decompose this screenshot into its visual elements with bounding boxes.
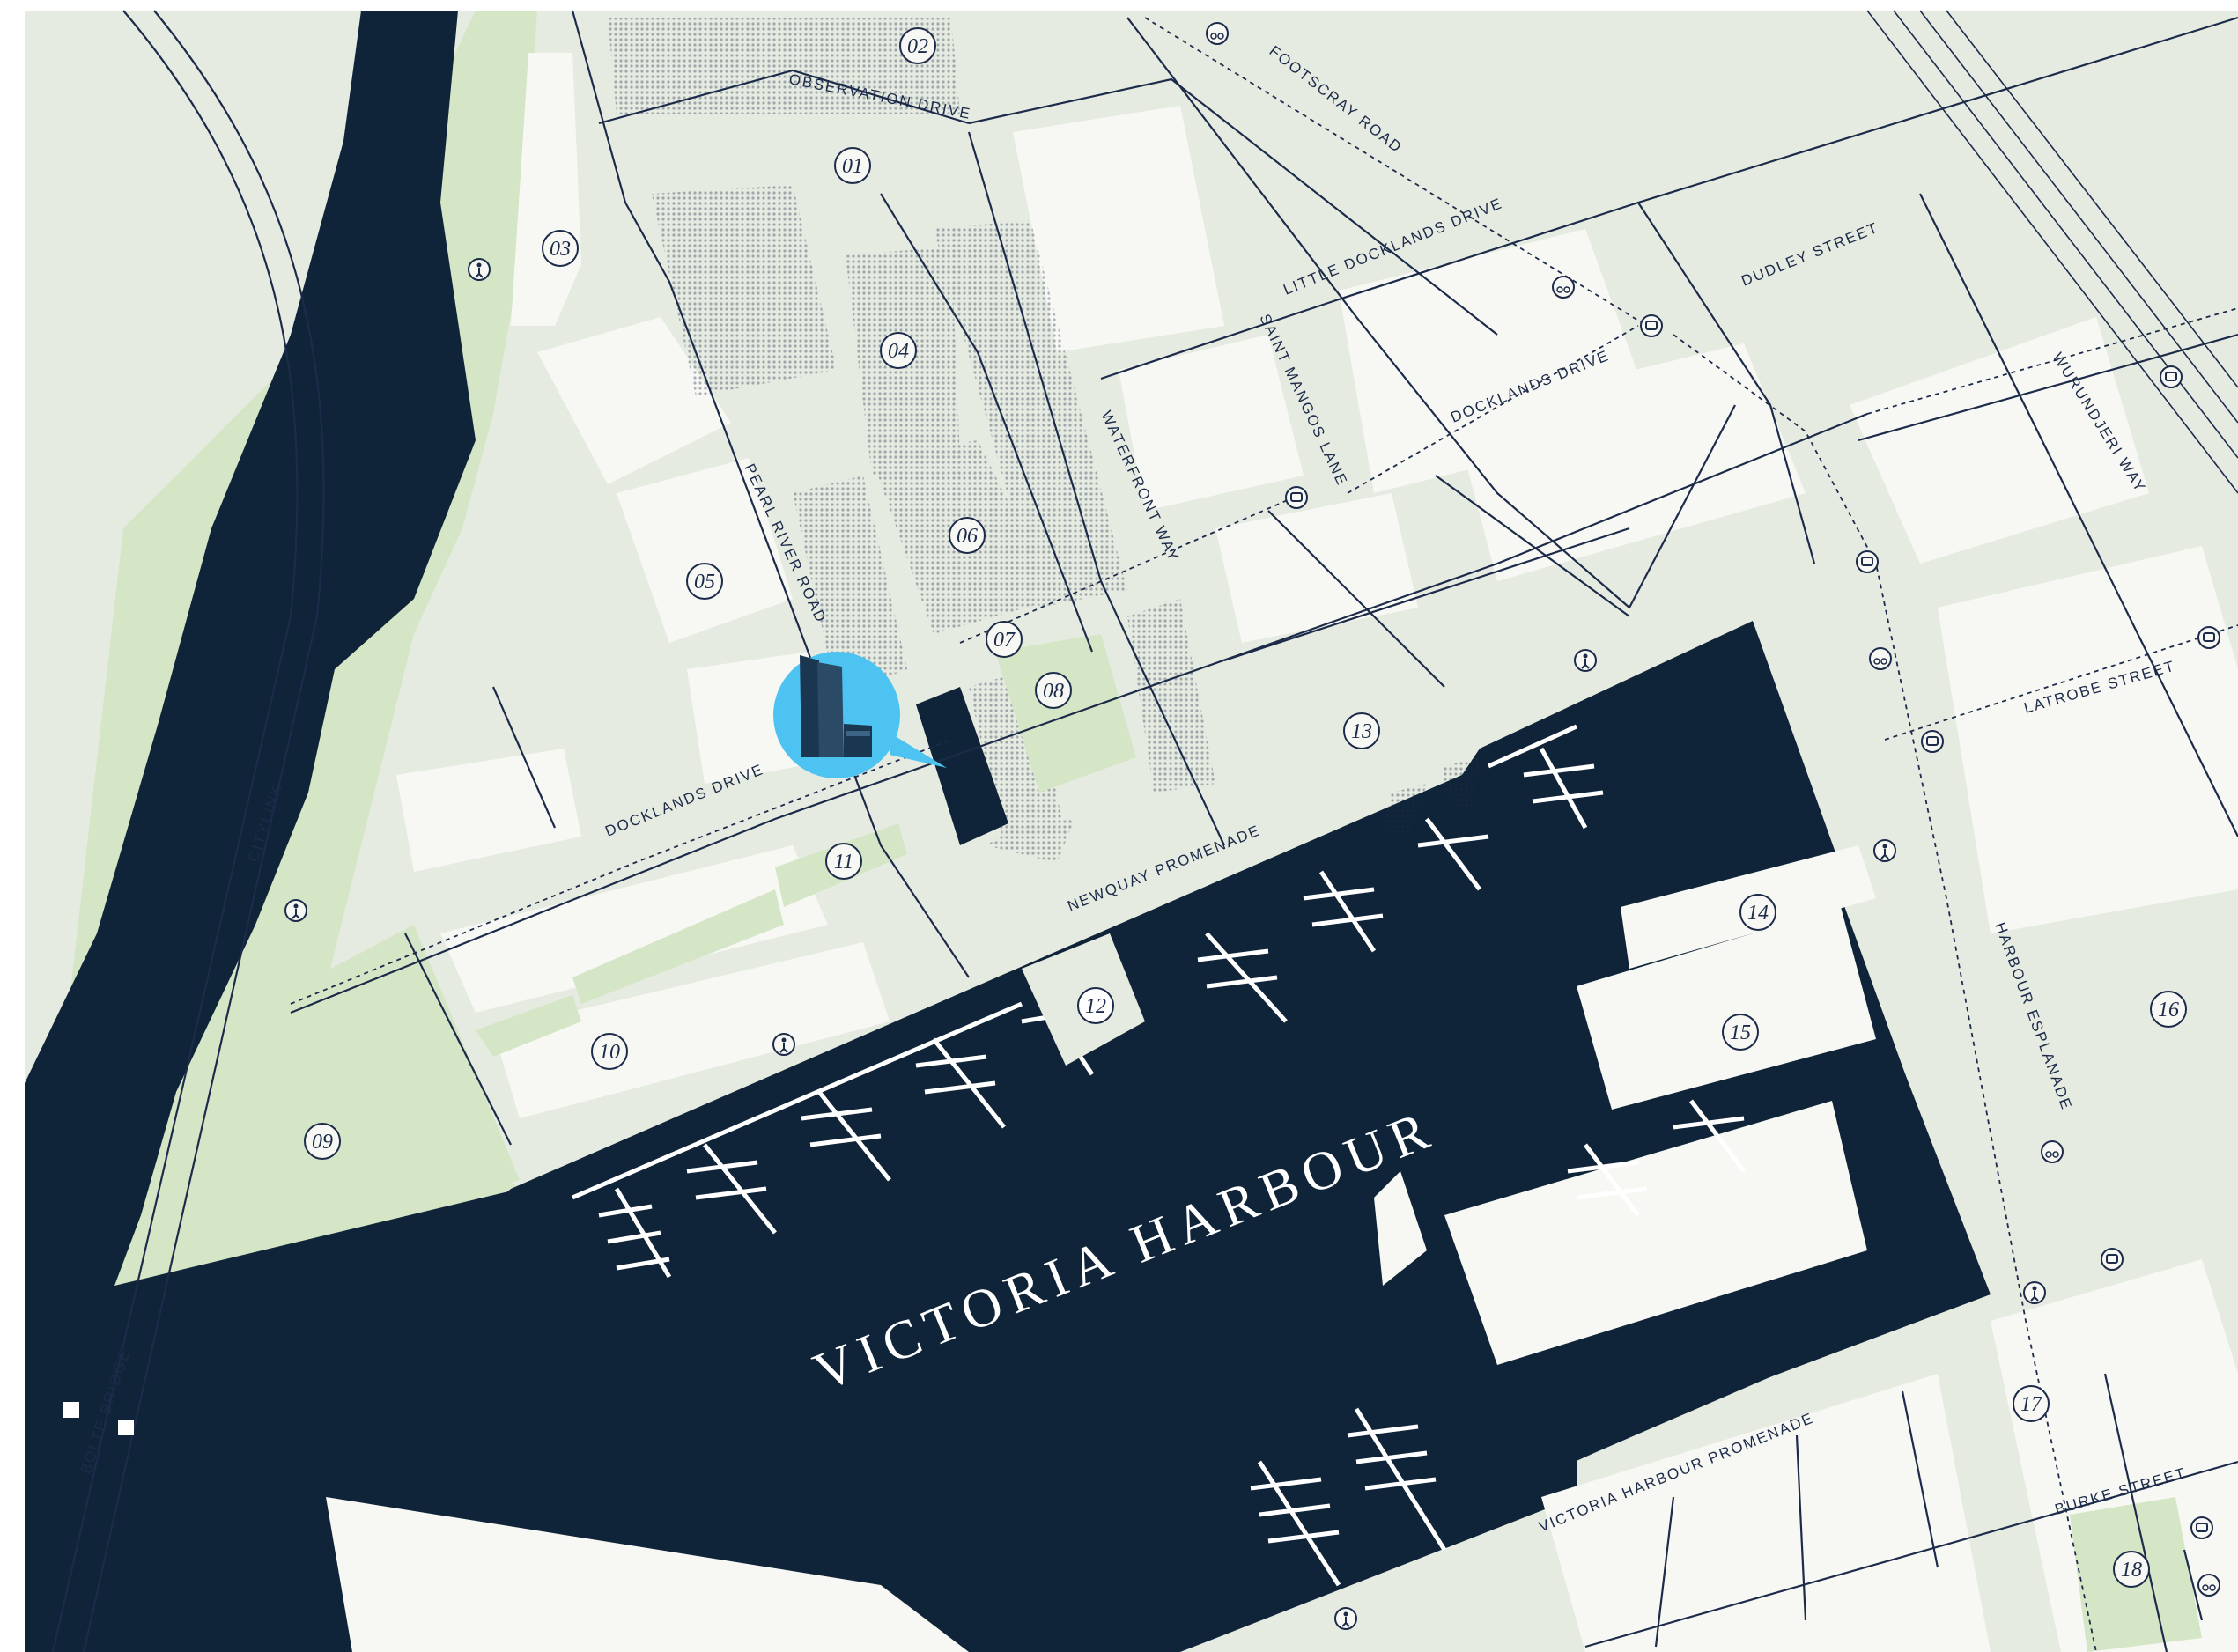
location-marker: 18 [2113, 1551, 2150, 1588]
pedestrian-icon [1873, 839, 1896, 862]
rail-lines [1866, 10, 2238, 494]
park-09 [150, 925, 520, 1294]
svg-text:13: 13 [1351, 720, 1372, 743]
location-marker: 03 [542, 230, 579, 267]
tram-stop-icon [2190, 1516, 2213, 1539]
svg-text:06: 06 [957, 525, 978, 548]
svg-text:10: 10 [599, 1041, 620, 1064]
location-marker: 08 [1035, 672, 1072, 709]
tram-stop-icon [2101, 1248, 2124, 1271]
location-marker: 13 [1343, 712, 1380, 749]
pedestrian-icon [2023, 1281, 2046, 1304]
location-marker: 14 [1739, 894, 1776, 931]
bicycle-icons [1206, 22, 2220, 1597]
svg-text:17: 17 [2020, 1393, 2042, 1416]
location-marker: 05 [686, 563, 723, 600]
bicycle-icon [2041, 1140, 2064, 1163]
svg-text:08: 08 [1043, 680, 1064, 703]
svg-text:18: 18 [2121, 1559, 2142, 1582]
svg-text:03: 03 [550, 238, 571, 261]
pedestrian-icon [772, 1033, 795, 1056]
citylink-road [51, 10, 299, 1652]
svg-text:16: 16 [2158, 999, 2179, 1021]
svg-text:02: 02 [907, 35, 928, 58]
highlighted-building [916, 687, 1008, 845]
tram-stop-icon [1640, 314, 1663, 337]
victoria-harbour-basin [299, 621, 1991, 1652]
svg-text:07: 07 [993, 629, 1016, 652]
city-blocks [326, 53, 2238, 1652]
tram-stop-icon [2160, 365, 2183, 388]
road-network [290, 10, 2238, 1652]
location-marker: 17 [2013, 1385, 2050, 1422]
tram-lines [290, 17, 2238, 1652]
bridge-pier [118, 1420, 134, 1435]
building-marker-icon[interactable] [773, 652, 947, 778]
location-marker: 12 [1077, 987, 1114, 1024]
svg-text:11: 11 [834, 851, 853, 874]
svg-text:05: 05 [694, 571, 715, 594]
park-strip-2 [476, 995, 581, 1057]
svg-text:01: 01 [842, 155, 863, 178]
location-markers: 02 01 03 04 05 06 07 08 09 10 11 12 13 1… [304, 27, 2187, 1588]
tram-stop-icon [1921, 730, 1944, 753]
bicycle-icon [2197, 1574, 2220, 1597]
location-marker: 09 [304, 1123, 341, 1160]
pedestrian-icons [284, 258, 2046, 1630]
location-marker: 15 [1722, 1014, 1759, 1051]
svg-text:15: 15 [1730, 1021, 1751, 1044]
tram-stop-icon [1856, 550, 1879, 573]
location-marker: 04 [880, 332, 917, 369]
svg-text:04: 04 [888, 340, 909, 363]
tram-stop-icon [2197, 626, 2220, 649]
pedestrian-icon [468, 258, 491, 281]
location-marker: 16 [2150, 991, 2187, 1028]
location-marker: 02 [899, 27, 936, 64]
bicycle-icon [1552, 276, 1575, 299]
tram-stops [1285, 314, 2220, 1539]
location-marker: 01 [834, 147, 871, 184]
marina-piers [572, 724, 1746, 1587]
location-marker: 06 [949, 517, 986, 554]
bicycle-icon [1206, 22, 1229, 45]
svg-text:14: 14 [1747, 902, 1769, 925]
bridge-pier [63, 1402, 79, 1418]
park-08 [995, 634, 1136, 793]
pedestrian-icon [284, 899, 307, 922]
svg-text:12: 12 [1085, 995, 1106, 1018]
citylink-road-inner [82, 10, 325, 1652]
location-marker: 11 [825, 843, 862, 880]
location-marker: 10 [591, 1033, 628, 1070]
bicycle-icon [1869, 647, 1892, 670]
park-strip [572, 889, 784, 1004]
pedestrian-icon [1334, 1607, 1357, 1630]
location-marker: 07 [986, 621, 1023, 658]
pedestrian-icon [1574, 649, 1597, 672]
tram-stop-icon [1285, 486, 1308, 509]
svg-text:09: 09 [312, 1131, 333, 1154]
